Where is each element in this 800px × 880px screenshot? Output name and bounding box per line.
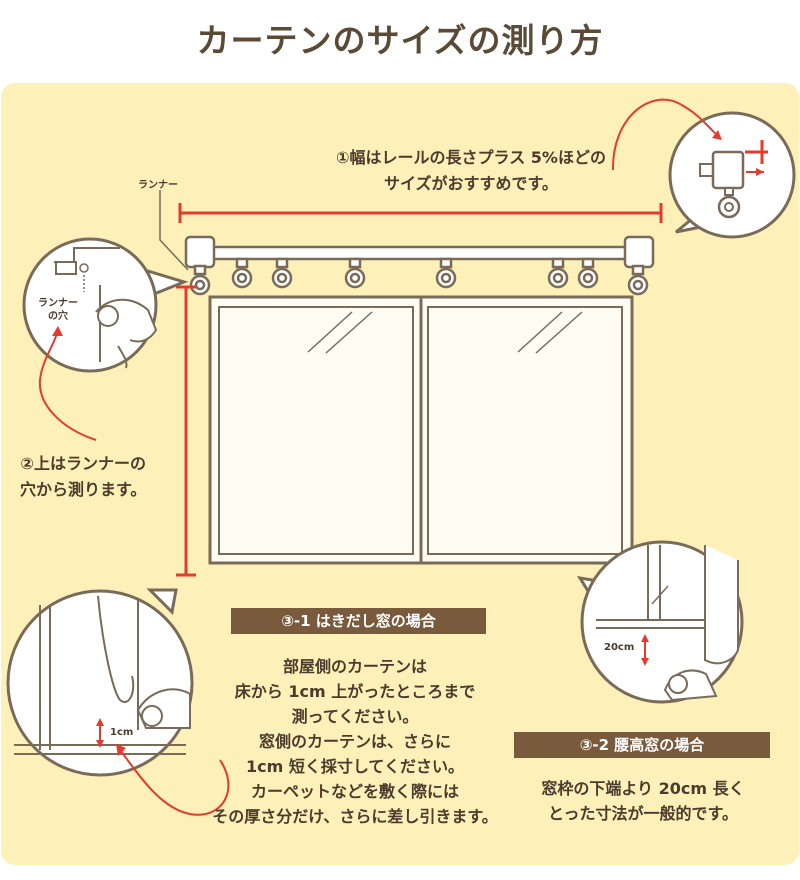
sill-gap-zoom-bubble — [576, 540, 744, 704]
glass-reflection — [307, 311, 583, 354]
pointer-arrow-top — [38, 329, 97, 441]
window-frame — [208, 295, 634, 565]
width-instruction: ①幅はレールの長さプラス 5%ほどの サイズがおすすめです。 — [336, 145, 606, 197]
section-3-2-line: 窓枠の下端より 20cm 長く — [541, 779, 745, 798]
measure-label-20cm: 20cm — [604, 642, 635, 653]
width-instruction-line-1: ①幅はレールの長さプラス 5%ほどの — [336, 148, 606, 167]
curtain-rail — [184, 235, 655, 269]
section-3-1-line: 窓側のカーテンは、さらに — [258, 732, 451, 751]
section-3-1-line: 部屋側のカーテンは — [282, 657, 427, 676]
runner-hole-label-line-1: ランナー — [38, 298, 78, 309]
pointer-arrow-3-1 — [119, 749, 230, 816]
measure-label-1cm: 1cm — [110, 727, 134, 738]
runner-label: ランナー — [138, 180, 178, 191]
page-title: カーテンのサイズの測り方 — [196, 21, 604, 60]
top-instruction: ②上はランナーの 穴から測ります。 — [20, 451, 146, 503]
section-3-1-line: 床から 1cm 上がったところまで — [234, 682, 476, 701]
floor-gap-zoom-bubble — [6, 588, 194, 777]
section-3-2-heading: ③-2 腰高窓の場合 — [514, 732, 770, 758]
runner-hole-label-line-2: の穴 — [48, 311, 68, 322]
section-3-1-line: 測ってください。 — [291, 707, 419, 726]
section-3-1-text: 部屋側のカーテンは 床から 1cm 上がったところまで 測ってください。 窓側の… — [200, 654, 510, 829]
section-3-2-line: とった寸法が一般的です。 — [548, 804, 738, 823]
rail-end-zoom-bubble — [668, 111, 796, 239]
runner-rings — [189, 257, 649, 296]
runner-hole-label: ランナー の穴 — [36, 297, 80, 323]
pointer-arrow-width — [611, 98, 719, 171]
section-3-1-line: カーペットなどを敷く際には — [250, 782, 459, 801]
top-instruction-line-1: ②上はランナーの — [20, 454, 146, 473]
section-3-1-line: 1cm 短く採寸してください。 — [246, 757, 464, 776]
top-instruction-line-2: 穴から測ります。 — [20, 480, 147, 499]
section-3-1-line: その厚さ分だけ、さらに差し引きます。 — [212, 807, 498, 826]
height-measure-line — [176, 285, 196, 577]
width-instruction-line-2: サイズがおすすめです。 — [384, 174, 558, 193]
runner-hole-zoom-bubble — [22, 237, 189, 373]
section-3-1-heading: ③-1 はきだし窓の場合 — [231, 608, 486, 634]
section-3-2-text: 窓枠の下端より 20cm 長く とった寸法が一般的です。 — [528, 776, 758, 826]
width-measure-line — [178, 203, 663, 223]
